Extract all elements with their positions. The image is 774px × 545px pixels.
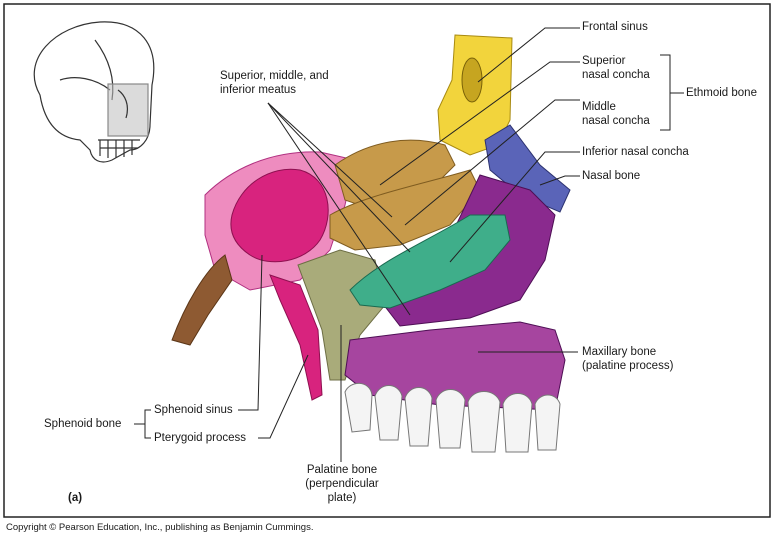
panel-label: (a)	[68, 492, 82, 505]
label-sphenoid-sinus: Sphenoid sinus	[154, 404, 233, 417]
label-pterygoid-process: Pterygoid process	[154, 432, 246, 445]
label-palatine-bone-line3: plate)	[296, 492, 388, 505]
label-maxillary-bone-line1: Maxillary bone	[582, 346, 656, 359]
label-palatine-bone-line1: Palatine bone	[296, 464, 388, 477]
label-middle-nasal-concha-line1: Middle	[582, 101, 616, 114]
label-superior-nasal-concha-line2: nasal concha	[582, 69, 650, 82]
copyright-notice: Copyright © Pearson Education, Inc., pub…	[6, 521, 313, 534]
label-meatus-line1: Superior, middle, and	[220, 70, 329, 83]
label-ethmoid-bone: Ethmoid bone	[686, 87, 757, 100]
label-superior-nasal-concha-line1: Superior	[582, 55, 625, 68]
label-middle-nasal-concha-line2: nasal concha	[582, 115, 650, 128]
label-nasal-bone: Nasal bone	[582, 170, 640, 183]
frontal-sinus-shape	[462, 58, 482, 102]
label-palatine-bone-line2: (perpendicular	[296, 478, 388, 491]
label-inferior-nasal-concha: Inferior nasal concha	[582, 146, 689, 159]
label-frontal-sinus: Frontal sinus	[582, 21, 648, 34]
label-maxillary-bone-line2: (palatine process)	[582, 360, 673, 373]
label-sphenoid-bone: Sphenoid bone	[44, 418, 121, 431]
label-meatus-line2: inferior meatus	[220, 84, 296, 97]
